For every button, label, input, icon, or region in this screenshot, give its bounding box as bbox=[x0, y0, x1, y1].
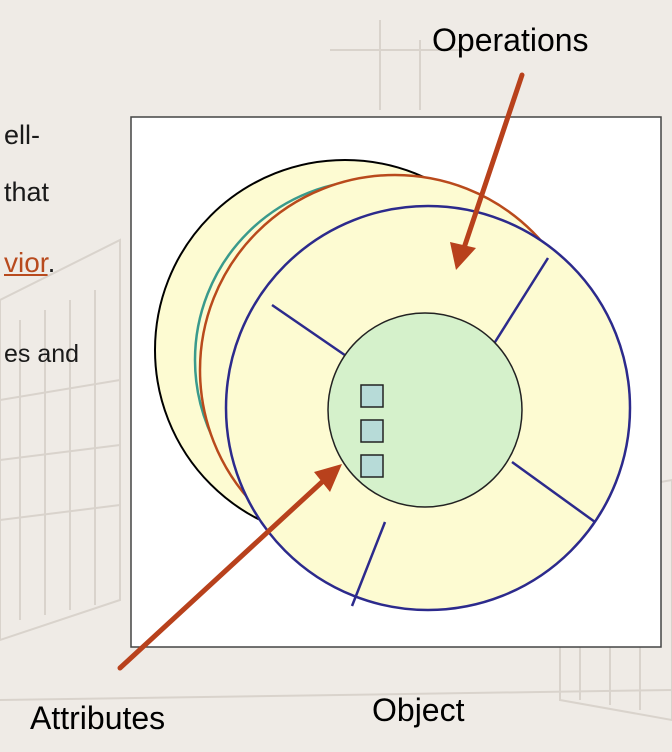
spoke-lower-left bbox=[350, 521, 387, 607]
attribute-box-3 bbox=[360, 454, 384, 478]
spoke-upper-right bbox=[488, 257, 550, 351]
slide-text-line-1: ell- bbox=[4, 120, 41, 150]
operations-arrow-shaft bbox=[462, 72, 525, 248]
attributes-core-circle bbox=[327, 312, 523, 508]
operations-label: Operations bbox=[432, 22, 589, 58]
slide-text-line-4: es and bbox=[4, 340, 80, 368]
spoke-lower-right bbox=[511, 460, 596, 524]
slide-text-line-2: that bbox=[4, 177, 50, 207]
attribute-box-2 bbox=[360, 419, 384, 443]
slide-text-period: . bbox=[47, 247, 56, 278]
slide-text-line-3: vior. bbox=[4, 247, 55, 279]
spoke-upper-left bbox=[271, 303, 353, 362]
attribute-box-1 bbox=[360, 384, 384, 408]
object-label: Object bbox=[372, 692, 465, 728]
operation-spokes bbox=[271, 257, 596, 607]
attributes-arrow-head bbox=[314, 464, 342, 492]
behavior-link[interactable]: vior bbox=[4, 247, 48, 278]
attributes-arrow-shaft bbox=[117, 479, 325, 671]
attributes-label: Attributes bbox=[30, 700, 166, 736]
operations-arrow-head bbox=[450, 242, 476, 270]
